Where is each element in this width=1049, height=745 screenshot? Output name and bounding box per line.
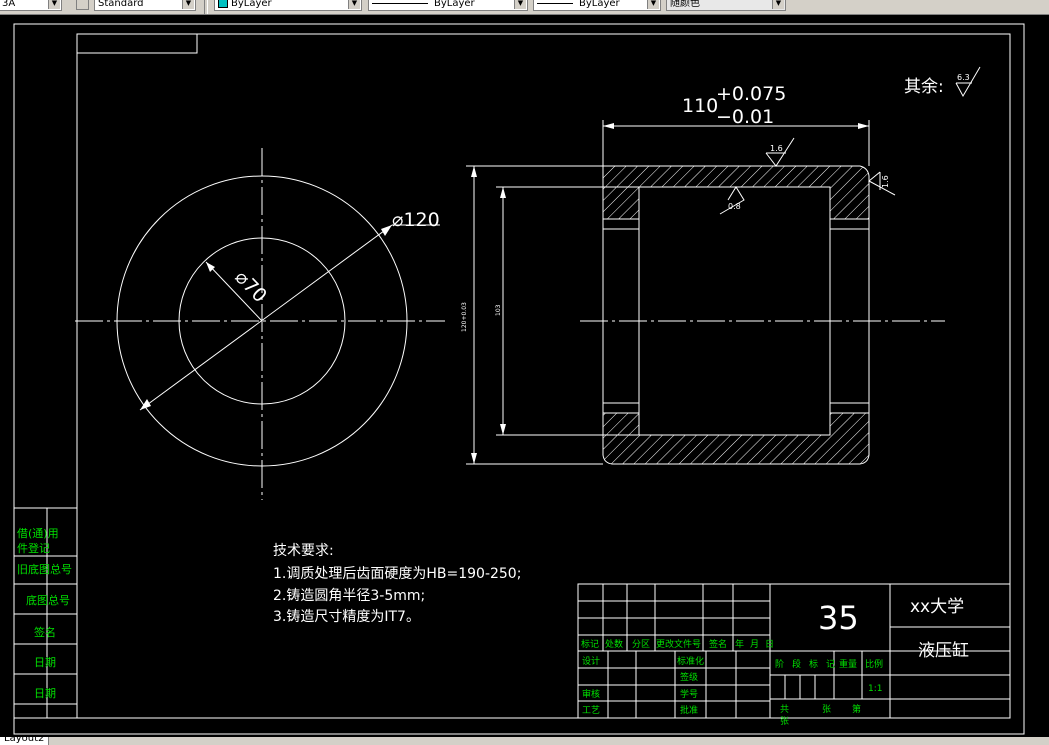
dim-style-value: Standard bbox=[98, 0, 144, 9]
material-label: 35 bbox=[818, 599, 859, 637]
linetype-value: ByLayer bbox=[434, 0, 475, 9]
inner-diameter-leader bbox=[205, 261, 263, 322]
length-nominal: 110 bbox=[682, 95, 718, 117]
outer-height-label: 120+0.03 bbox=[461, 302, 468, 332]
chevron-down-icon[interactable]: ▼ bbox=[772, 0, 784, 9]
svg-text:6.3: 6.3 bbox=[957, 73, 970, 82]
chevron-down-icon[interactable]: ▼ bbox=[48, 0, 60, 9]
svg-text:1.6: 1.6 bbox=[770, 144, 783, 153]
svg-text:学号: 学号 bbox=[680, 688, 698, 700]
svg-text:0.8: 0.8 bbox=[728, 202, 741, 211]
svg-text:日期: 日期 bbox=[34, 656, 56, 669]
lineweight-value: ByLayer bbox=[579, 0, 620, 9]
roughness-top-symbol: 1.6 bbox=[765, 137, 795, 167]
roughness-right-symbol: 1.6 bbox=[868, 171, 896, 196]
inner-height-label: 103 bbox=[495, 304, 502, 316]
length-tol-upper: +0.075 bbox=[716, 83, 786, 105]
svg-text:比例: 比例 bbox=[865, 658, 883, 670]
notes-line-3: 3.铸造尺寸精度为IT7。 bbox=[273, 609, 420, 625]
svg-text:件登记: 件登记 bbox=[17, 541, 50, 555]
svg-text:标记: 标记 bbox=[581, 638, 599, 650]
plot-style-dropdown[interactable]: 随颜色 ▼ bbox=[666, 0, 786, 11]
dim-style-dropdown[interactable]: Standard ▼ bbox=[94, 0, 196, 11]
svg-text:签名: 签名 bbox=[709, 638, 727, 650]
side-registration-table: 借(通)用 件登记 旧底图总号 底图总号 签名 日期 日期 bbox=[13, 507, 78, 719]
svg-text:1.6: 1.6 bbox=[881, 175, 890, 188]
notes-line-2: 2.铸造圆角半径3-5mm; bbox=[273, 588, 425, 604]
top-left-code-box bbox=[76, 33, 198, 54]
svg-text:张: 张 bbox=[780, 716, 789, 727]
sheet-inner-border bbox=[76, 33, 1011, 719]
svg-text:日期: 日期 bbox=[34, 687, 56, 700]
svg-text:批准: 批准 bbox=[680, 704, 698, 716]
svg-text:共: 共 bbox=[780, 704, 789, 715]
layout-tab-bar: Layout2 bbox=[0, 737, 1049, 745]
linetype-dropdown[interactable]: ByLayer ▼ bbox=[368, 0, 528, 11]
school-label: xx大学 bbox=[910, 597, 964, 617]
top-wall-section bbox=[602, 165, 870, 220]
svg-text:张: 张 bbox=[822, 704, 831, 715]
roughness-inner-symbol: 0.8 bbox=[719, 186, 745, 215]
svg-text:标: 标 bbox=[809, 658, 818, 670]
rest-roughness-label: 其余: bbox=[904, 77, 944, 97]
linetype-preview bbox=[372, 2, 428, 4]
svg-text:分区: 分区 bbox=[632, 639, 650, 650]
plot-style-value: 随颜色 bbox=[670, 0, 700, 9]
svg-text:阶: 阶 bbox=[775, 658, 784, 670]
inner-diameter-label: ⌀70 bbox=[230, 266, 271, 307]
svg-text:底图总号: 底图总号 bbox=[26, 593, 70, 607]
drawing-canvas[interactable]: ⌀120 ⌀70 110 +0.075 −0.01 120+0.03 bbox=[0, 14, 1049, 737]
svg-text:处数: 处数 bbox=[605, 638, 623, 650]
dimension-style-icon[interactable] bbox=[76, 0, 89, 10]
rest-roughness-symbol: 6.3 bbox=[955, 66, 981, 98]
lineweight-dropdown[interactable]: ByLayer ▼ bbox=[533, 0, 661, 11]
notes-title: 技术要求: bbox=[273, 543, 334, 559]
section-view: 110 +0.075 −0.01 120+0.03 103 1.6 1.6 0.… bbox=[461, 66, 981, 465]
layer-value: ByLayer bbox=[231, 0, 272, 9]
color-swatch bbox=[218, 0, 228, 8]
tab-layout2[interactable]: Layout2 bbox=[0, 737, 50, 745]
svg-text:签名: 签名 bbox=[34, 625, 56, 639]
notes-line-1: 1.调质处理后齿面硬度为HB=190-250; bbox=[273, 566, 521, 582]
part-name-label: 液压缸 bbox=[918, 640, 969, 661]
svg-text:设计: 设计 bbox=[582, 655, 600, 667]
svg-text:段: 段 bbox=[792, 658, 801, 670]
svg-text:记: 记 bbox=[826, 659, 835, 670]
svg-text:工艺: 工艺 bbox=[582, 705, 600, 716]
outer-circle bbox=[116, 175, 408, 467]
lineweight-preview bbox=[537, 2, 573, 4]
scale-value: 1:1 bbox=[868, 684, 882, 694]
chevron-down-icon[interactable]: ▼ bbox=[182, 0, 194, 9]
svg-text:年: 年 bbox=[735, 638, 744, 650]
outer-diameter-leader bbox=[139, 224, 393, 411]
chevron-down-icon[interactable]: ▼ bbox=[647, 0, 659, 9]
length-tol-lower: −0.01 bbox=[716, 106, 774, 128]
svg-text:日: 日 bbox=[765, 639, 774, 650]
end-view: ⌀120 ⌀70 bbox=[75, 148, 445, 500]
chevron-down-icon[interactable]: ▼ bbox=[514, 0, 526, 9]
toolbar-separator bbox=[204, 0, 208, 14]
inner-circle bbox=[178, 237, 346, 405]
sheet-outer-border bbox=[13, 23, 1025, 735]
title-block: 标记 处数 分区 更改文件号 签名 年 月 日 设计 标准化 签级 审核 学号 … bbox=[577, 583, 1011, 727]
svg-text:第: 第 bbox=[852, 703, 861, 715]
text-style-dropdown[interactable]: 3A ▼ bbox=[0, 0, 62, 11]
svg-text:标准化: 标准化 bbox=[677, 655, 704, 667]
svg-text:审核: 审核 bbox=[582, 688, 600, 700]
svg-text:签级: 签级 bbox=[680, 671, 698, 683]
svg-text:重量: 重量 bbox=[839, 658, 857, 670]
outer-diameter-label: ⌀120 bbox=[392, 209, 440, 231]
text-style-value: 3A bbox=[2, 0, 16, 9]
chevron-down-icon[interactable]: ▼ bbox=[348, 0, 360, 9]
svg-text:月: 月 bbox=[750, 639, 759, 650]
bottom-wall-section bbox=[602, 412, 870, 465]
color-dropdown[interactable]: ByLayer ▼ bbox=[214, 0, 362, 11]
properties-toolbar: 3A ▼ Standard ▼ ByLayer ▼ ByLayer ▼ ByLa… bbox=[0, 0, 1049, 15]
svg-text:旧底图总号: 旧底图总号 bbox=[17, 562, 72, 576]
technical-requirements: 技术要求: 1.调质处理后齿面硬度为HB=190-250; 2.铸造圆角半径3-… bbox=[273, 543, 521, 625]
svg-text:借(通)用: 借(通)用 bbox=[17, 527, 59, 540]
svg-text:更改文件号: 更改文件号 bbox=[656, 638, 701, 650]
